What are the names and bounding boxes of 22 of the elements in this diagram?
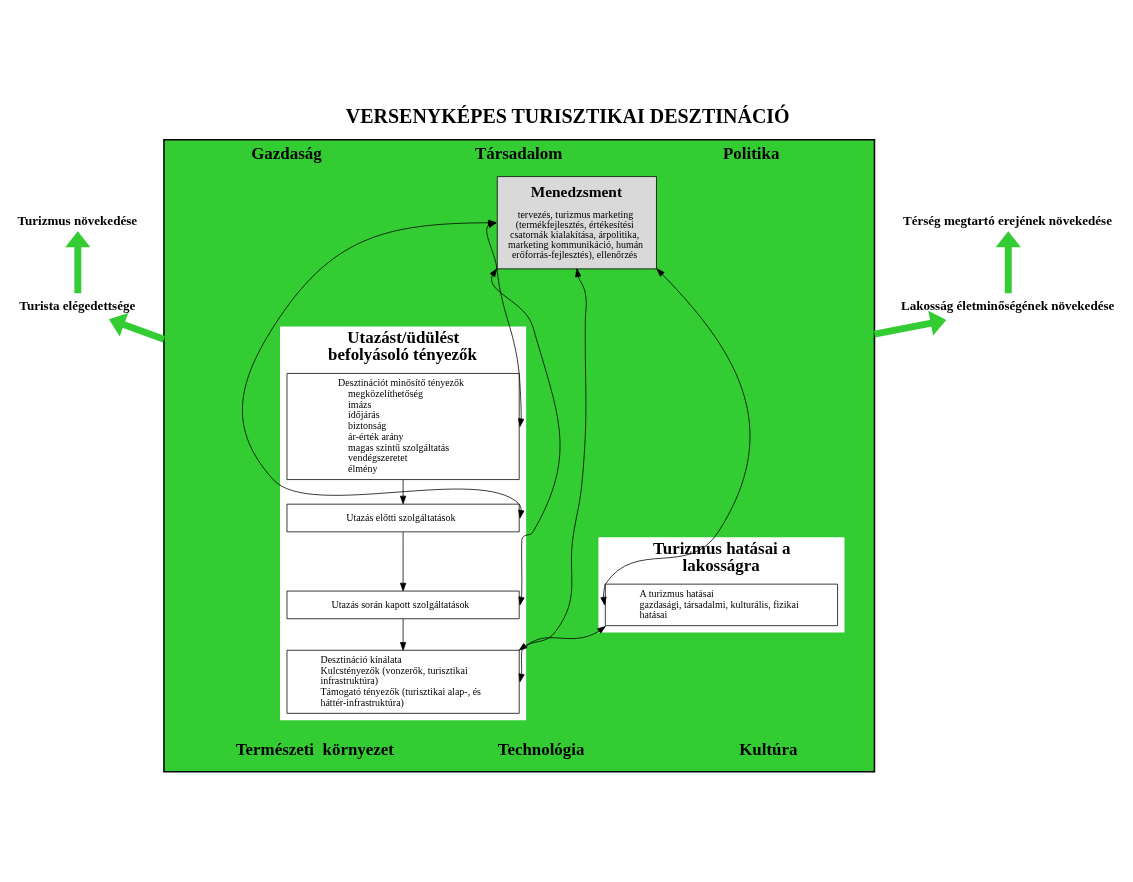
- arrow: [873, 310, 947, 337]
- arrow: [489, 268, 561, 605]
- node-text: Lakosság életminőségének növekedése: [901, 297, 1115, 313]
- node-text: Turista elégedettsége: [19, 297, 136, 313]
- arrow: [65, 230, 91, 293]
- node-box: Utazás során kapott szolgáltatások: [286, 590, 520, 619]
- arrow: [518, 625, 606, 682]
- arrow: [600, 268, 751, 605]
- arrow: [995, 230, 1021, 293]
- node-text: Térség megtartó erejének növekedése: [902, 212, 1112, 228]
- node-box: Desztinációt minősítő tényezők megközelíthetőség imázs időjárás biztonság ár-érték arány magas szintű szolgáltatás vendégszeretet élmény: [286, 372, 520, 480]
- node-box: Desztináció kínálata Kulcstényezők (vonzerők, turisztikai infrastruktúra) Támogató tényezők (turisztikai alap-, és háttér-infrastruktúra): [286, 649, 520, 714]
- arrow: [400, 531, 407, 591]
- arrow: [400, 478, 407, 504]
- arrow: [518, 268, 587, 651]
- node-box: Menedzsment tervezés, turizmus marketing (termékfejlesztés, értékesítési csatornák kialakítása, árpolitika, marketing kommunikáció, humán erőforrás-fejlesztés), ellenőrzés: [496, 175, 657, 269]
- node-text: Turizmus növekedése: [17, 212, 138, 228]
- node-box: Utazás előtti szolgáltatások: [286, 503, 520, 532]
- arrow: [400, 617, 407, 651]
- node-box: A turizmus hatásai gazdasági, társadalmi, kulturális, fizikai hatásai: [604, 583, 838, 626]
- arrow: [108, 312, 166, 342]
- diagram-title: VERSENYKÉPES TURISZTIKAI DESZTINÁCIÓ: [345, 104, 790, 127]
